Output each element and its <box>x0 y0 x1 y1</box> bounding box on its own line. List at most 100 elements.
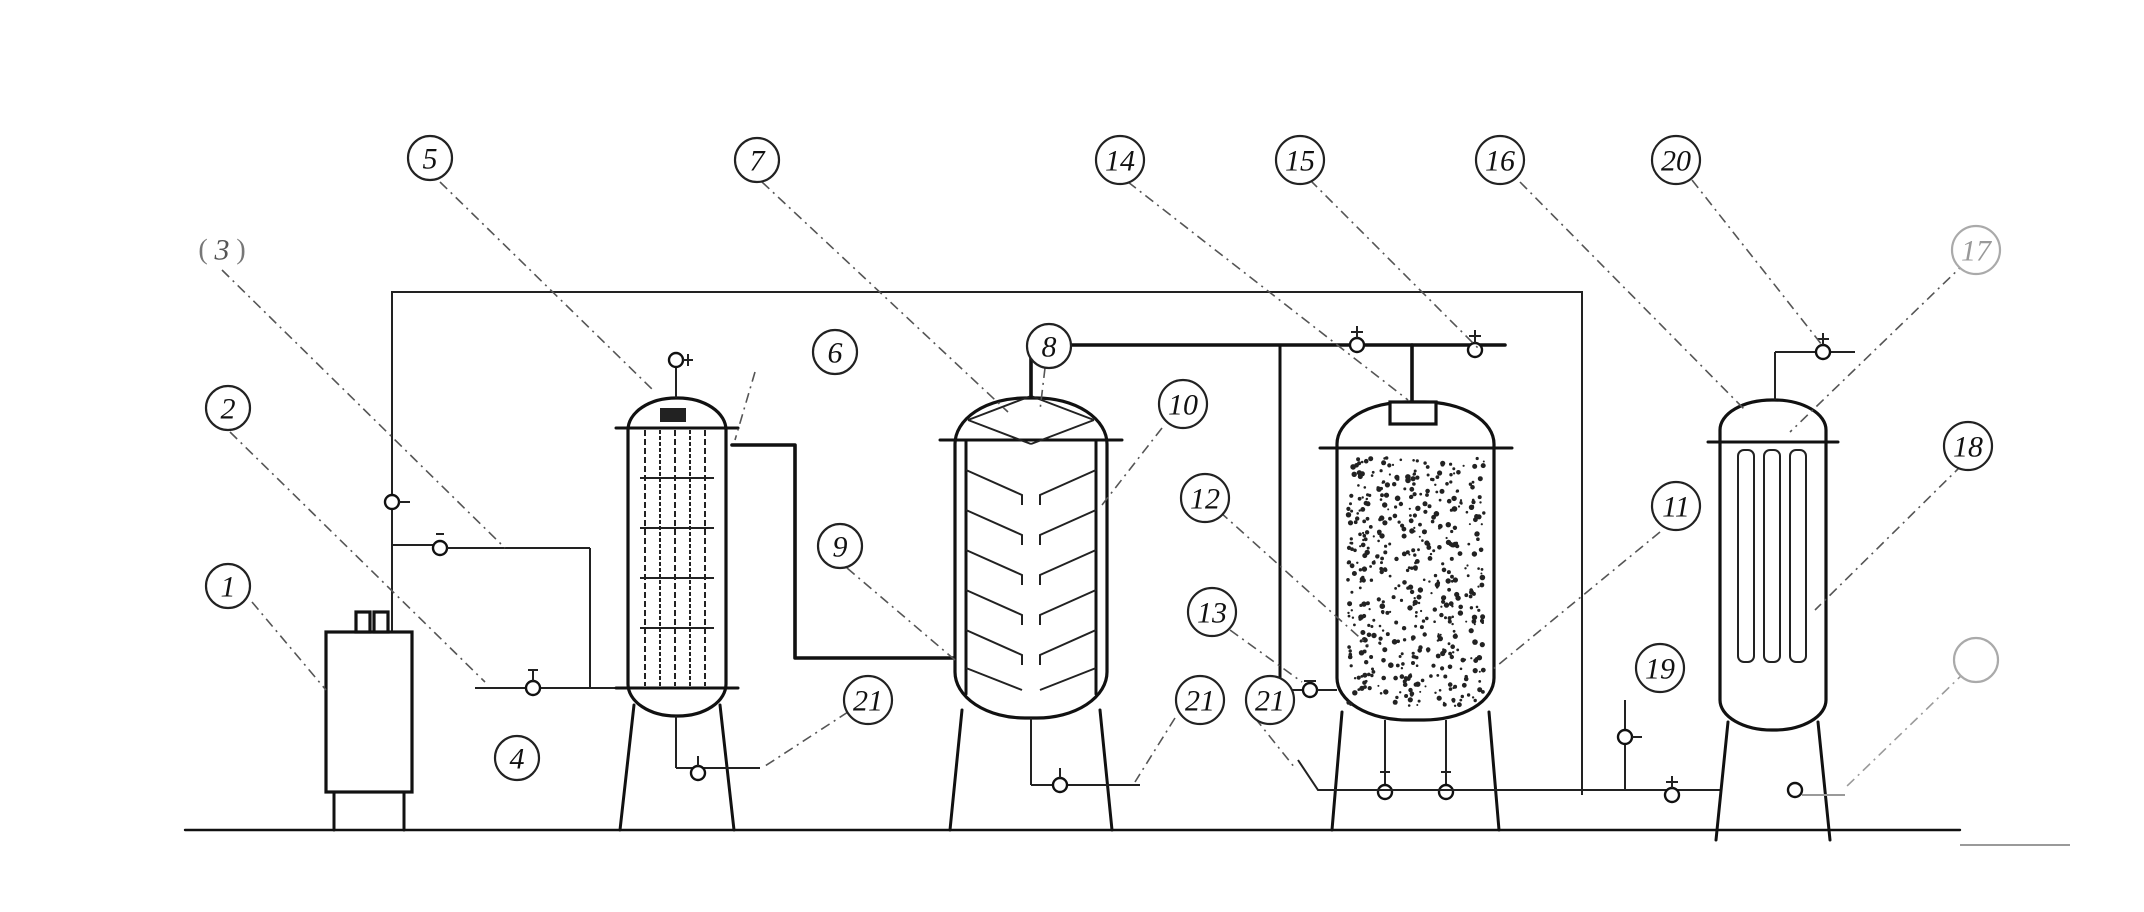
svg-text:8: 8 <box>1042 331 1057 364</box>
packing-dot <box>1372 535 1375 538</box>
packing-dot <box>1358 509 1361 512</box>
packing-dot <box>1451 615 1454 619</box>
packing-dot <box>1448 601 1454 607</box>
packing-dot <box>1451 495 1457 502</box>
packing-dot <box>1445 522 1452 528</box>
packing-dot <box>1401 626 1407 631</box>
svg-text:11: 11 <box>1662 491 1690 524</box>
label-3: 3 ( ) <box>198 234 245 267</box>
label-4: 4 <box>493 734 541 782</box>
packing-dot <box>1422 578 1426 582</box>
packing-dot <box>1381 460 1387 466</box>
svg-text:12: 12 <box>1190 483 1220 516</box>
packing-dot <box>1377 684 1380 687</box>
packing-dot <box>1418 535 1421 538</box>
packing-dot <box>1360 507 1366 512</box>
packing-dot <box>1381 675 1386 681</box>
svg-text:17: 17 <box>1961 235 1993 268</box>
packing-dot <box>1471 551 1478 557</box>
packing-dot <box>1423 509 1428 514</box>
packing-dot <box>1472 639 1478 645</box>
packing-dot <box>1394 505 1398 509</box>
packing-dot <box>1453 472 1456 475</box>
unit-8-baffle-vessel <box>938 395 1140 832</box>
svg-text:16: 16 <box>1485 145 1515 178</box>
packing-dot <box>1413 526 1416 530</box>
packing-dot <box>1412 473 1415 476</box>
valve-drain-5 <box>689 764 707 782</box>
packing-dot <box>1432 549 1436 553</box>
packing-dot <box>1416 704 1419 706</box>
packing-dot <box>1364 530 1370 535</box>
packing-dot <box>1468 594 1473 599</box>
packing-dot <box>1349 563 1355 569</box>
label-15: 15 <box>1274 134 1326 186</box>
packing-dot <box>1409 528 1415 534</box>
packing-dot <box>1459 698 1463 702</box>
packing-dot <box>1349 702 1353 706</box>
packing-dot <box>1383 457 1386 460</box>
packing-dot <box>1369 655 1374 659</box>
packing-dot <box>1426 545 1432 550</box>
packing-dot <box>1412 603 1415 607</box>
packing-dot <box>1410 635 1416 640</box>
packing-dot <box>1366 546 1370 550</box>
packing-dot <box>1465 620 1468 623</box>
valve-top-right <box>1466 341 1484 359</box>
top-return-pipe <box>391 291 1583 795</box>
packing-dot <box>1470 485 1475 490</box>
packing-dot <box>1447 682 1453 687</box>
packing-dot <box>1414 614 1418 618</box>
packing-dot <box>1353 677 1357 680</box>
packing-dot <box>1352 690 1358 696</box>
packing-dot <box>1431 663 1436 668</box>
packing-dot <box>1477 687 1483 693</box>
packing-dot <box>1410 693 1414 697</box>
valve-riser <box>383 493 401 511</box>
packing-dot <box>1449 480 1453 484</box>
packing-dot <box>1440 666 1445 671</box>
packing-dot <box>1347 614 1351 618</box>
packing-dot <box>1466 564 1469 567</box>
packing-dot <box>1452 686 1455 690</box>
packing-dot <box>1458 604 1463 610</box>
packing-dot <box>1477 476 1483 482</box>
packing-dot <box>1479 618 1485 624</box>
packing-dot <box>1350 547 1354 551</box>
packing-dot <box>1435 475 1440 479</box>
packing-dot <box>1398 501 1404 507</box>
packing-dot <box>1379 603 1386 609</box>
packing-dot <box>1383 492 1390 498</box>
packing-dot <box>1391 463 1395 466</box>
packing-dot <box>1412 513 1417 518</box>
packing-dot <box>1449 462 1453 466</box>
packing-dot <box>1416 594 1422 600</box>
packing-dot <box>1348 649 1352 653</box>
packing-dot <box>1425 493 1429 497</box>
packing-dot <box>1379 498 1383 501</box>
packing-dot <box>1410 476 1416 482</box>
packing-dot <box>1415 681 1421 687</box>
packing-dot <box>1349 537 1353 541</box>
packing-dot <box>1471 500 1476 505</box>
packing-dot <box>1412 492 1417 497</box>
valve-bottom-11a <box>1376 783 1394 801</box>
packing-dot <box>1395 663 1400 668</box>
packing-dot <box>1350 590 1354 594</box>
packing-dot <box>1477 608 1481 612</box>
packing-dot <box>1436 695 1442 701</box>
packing-dot <box>1353 623 1356 627</box>
svg-text:6: 6 <box>828 337 843 370</box>
packing-dot <box>1412 459 1415 462</box>
packing-dot <box>1417 587 1424 593</box>
packing-dot <box>1411 655 1416 659</box>
packing-dot <box>1363 458 1369 464</box>
label-14: 14 <box>1094 134 1146 186</box>
packing-dot <box>1437 545 1442 550</box>
packing-dot <box>1457 610 1464 616</box>
packing-dot <box>1371 667 1374 671</box>
svg-text:2: 2 <box>221 393 236 426</box>
packing-dot <box>1353 548 1357 553</box>
packing-dot <box>1379 569 1384 575</box>
packing-dot <box>1360 630 1366 635</box>
